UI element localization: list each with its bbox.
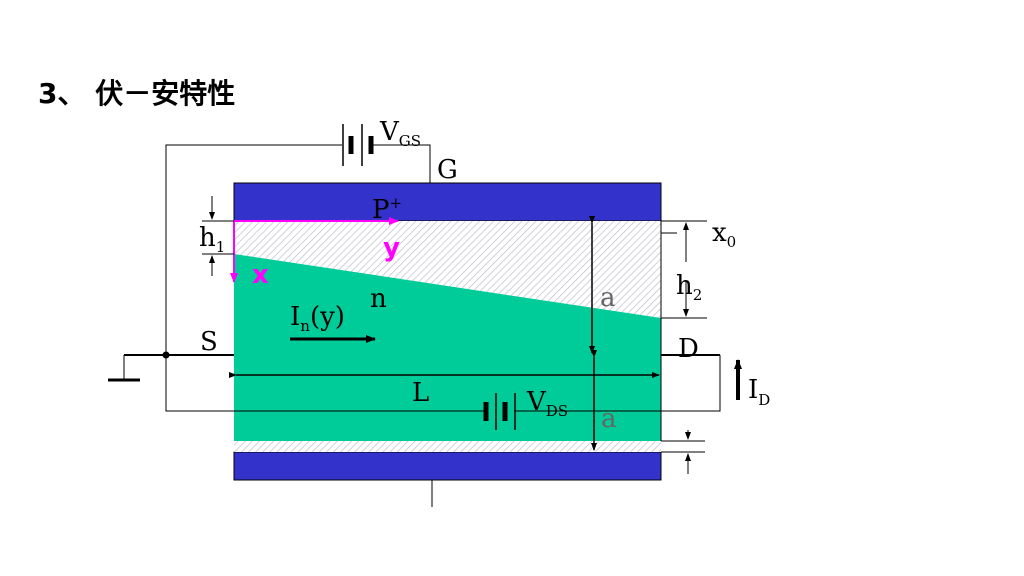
vds-label: VDS [526, 387, 568, 420]
source-ground-wiring [108, 354, 234, 382]
channel-current-label: In(y) [290, 302, 345, 335]
id-label: ID [748, 375, 770, 409]
a-lower-label: a [601, 404, 617, 434]
slide-title: 3、 伏－安特性 [38, 77, 236, 110]
length-label: L [412, 378, 429, 408]
h1-label: h1 [199, 223, 225, 256]
y-axis-label: y [383, 233, 400, 263]
gate-label: G [437, 155, 458, 185]
x-axis-label: x [252, 260, 269, 290]
battery-vgs [342, 124, 374, 166]
x0-label: x0 [712, 218, 736, 251]
bottom-gate-region [233, 451, 662, 481]
p-plus-label: P+ [372, 194, 402, 225]
gate-bias-circuit [165, 144, 433, 507]
drain-label: D [678, 334, 699, 364]
n-region-label: n [370, 284, 387, 314]
a-upper-label: a [600, 283, 616, 313]
drain-wiring [165, 354, 721, 412]
depletion-region-bottom [234, 441, 661, 452]
h2-dimension [661, 220, 707, 319]
top-gate-region [233, 182, 662, 222]
battery-vds [483, 393, 516, 430]
n-channel-region [234, 254, 661, 441]
vgs-label: VGS [379, 117, 421, 150]
h2-label: h2 [676, 271, 702, 304]
h1-dimension [202, 196, 234, 276]
source-label: S [200, 327, 218, 357]
bottom-depletion-dimension [661, 430, 705, 474]
